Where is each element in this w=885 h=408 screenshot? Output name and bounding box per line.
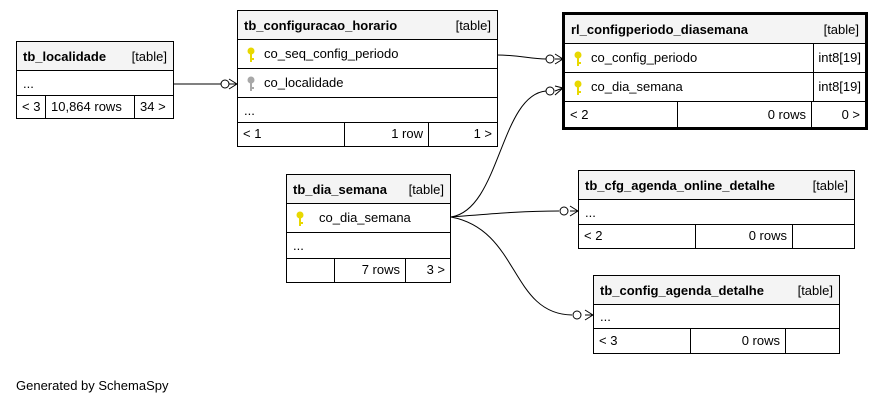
column-name: co_dia_semana — [591, 79, 683, 94]
table-tb-cfg-agenda-online-detalhe[interactable]: tb_cfg_agenda_online_detalhe [table] ...… — [578, 170, 855, 249]
ellipsis: ... — [23, 76, 34, 91]
parent-count: < 3 — [594, 329, 691, 353]
crowfoot-agenda-online — [569, 205, 579, 217]
link-dia-semana-agenda-detalhe — [450, 216, 573, 316]
primary-key-icon — [296, 211, 304, 226]
table-kind: [table] — [797, 283, 833, 298]
generated-by-credit: Generated by SchemaSpy — [16, 378, 169, 393]
more-columns-row: ... — [287, 233, 450, 259]
table-header: tb_dia_semana [table] — [287, 175, 450, 204]
table-tb-config-agenda-detalhe[interactable]: tb_config_agenda_detalhe [table] ... < 3… — [593, 275, 840, 354]
foreign-key-icon — [247, 76, 255, 91]
ellipsis: ... — [600, 309, 611, 324]
table-tb-configuracao-horario[interactable]: tb_configuracao_horario [table] co_seq_c… — [237, 10, 498, 147]
column-row[interactable]: co_seq_config_periodo — [238, 40, 497, 69]
column-name: co_config_periodo — [591, 50, 698, 65]
optional-marker — [559, 206, 569, 216]
table-name: tb_dia_semana — [293, 182, 387, 197]
row-count: 10,864 rows — [46, 96, 135, 118]
table-kind: [table] — [408, 182, 444, 197]
child-count: 3 > — [426, 262, 445, 277]
link-dia-semana-agenda-online — [450, 210, 560, 218]
optional-marker — [545, 86, 555, 96]
more-columns-row: ... — [579, 200, 854, 225]
more-columns-row: ... — [17, 71, 173, 96]
table-footer: < 3 0 rows — [594, 329, 839, 353]
column-row[interactable]: co_localidade — [238, 69, 497, 98]
crowfoot-config-periodo-2 — [554, 85, 564, 96]
table-kind: [table] — [823, 22, 859, 37]
table-name: tb_cfg_agenda_online_detalhe — [585, 178, 775, 193]
table-footer: < 1 1 row 1 > — [238, 123, 497, 146]
ellipsis: ... — [585, 205, 596, 220]
primary-key-icon — [574, 80, 582, 95]
table-name: rl_configperiodo_diasemana — [571, 22, 748, 37]
primary-key-icon — [574, 51, 582, 66]
table-tb-dia-semana[interactable]: tb_dia_semana [table] co_dia_semana ... … — [286, 174, 451, 283]
parent-count: < 3 — [17, 96, 46, 118]
optional-marker — [545, 54, 555, 64]
column-type: int8[19] — [813, 73, 865, 101]
table-header: tb_localidade [table] — [17, 42, 173, 71]
child-count: 0 > — [841, 107, 860, 122]
link-config-horario-config-periodo — [496, 54, 547, 60]
row-count: 0 rows — [696, 225, 793, 248]
row-count: 0 rows — [691, 329, 786, 353]
parent-count: < 2 — [579, 225, 696, 248]
table-kind: [table] — [131, 49, 167, 64]
table-tb-localidade[interactable]: tb_localidade [table] ... < 3 10,864 row… — [16, 41, 174, 119]
table-header: rl_configperiodo_diasemana [table] — [565, 15, 865, 44]
optional-marker — [220, 79, 230, 89]
column-row[interactable]: co_dia_semana int8[19] — [565, 73, 865, 102]
primary-key-icon — [247, 47, 255, 62]
table-footer: < 2 0 rows 0 > — [565, 102, 865, 127]
child-count — [793, 225, 854, 248]
link-dia-semana-config-periodo — [450, 90, 547, 218]
crowfoot-config-horario — [228, 78, 238, 90]
parent-count: < 1 — [238, 123, 345, 146]
more-columns-row: ... — [594, 305, 839, 329]
table-header: tb_config_agenda_detalhe [table] — [594, 276, 839, 305]
ellipsis: ... — [244, 103, 255, 118]
crowfoot-agenda-detalhe — [584, 309, 594, 321]
column-type: int8[19] — [813, 44, 865, 72]
table-name: tb_configuracao_horario — [244, 18, 398, 33]
table-footer: < 2 0 rows — [579, 225, 854, 248]
column-row[interactable]: co_config_periodo int8[19] — [565, 44, 865, 73]
table-kind: [table] — [812, 178, 848, 193]
optional-marker — [572, 310, 582, 320]
child-count: 1 > — [473, 126, 492, 141]
table-name: tb_localidade — [23, 49, 107, 64]
ellipsis: ... — [293, 238, 304, 253]
table-rl-configperiodo-diasemana[interactable]: rl_configperiodo_diasemana [table] co_co… — [562, 12, 868, 130]
table-header: tb_cfg_agenda_online_detalhe [table] — [579, 171, 854, 200]
parent-count: < 2 — [565, 102, 678, 127]
child-count: 34 > — [140, 99, 166, 114]
row-count: 1 row — [345, 123, 429, 146]
table-footer: < 3 10,864 rows 34 > — [17, 96, 173, 118]
column-name: co_localidade — [264, 75, 344, 90]
table-footer: 7 rows 3 > — [287, 259, 450, 282]
row-count: 0 rows — [678, 102, 812, 127]
parent-count — [287, 259, 335, 282]
table-name: tb_config_agenda_detalhe — [600, 283, 764, 298]
column-name: co_dia_semana — [319, 210, 411, 225]
table-kind: [table] — [455, 18, 491, 33]
crowfoot-config-periodo-1 — [554, 53, 564, 65]
child-count — [786, 329, 839, 353]
column-row[interactable]: co_dia_semana — [287, 204, 450, 233]
more-columns-row: ... — [238, 98, 497, 123]
column-name: co_seq_config_periodo — [264, 46, 399, 61]
table-header: tb_configuracao_horario [table] — [238, 11, 497, 40]
row-count: 7 rows — [335, 259, 406, 282]
